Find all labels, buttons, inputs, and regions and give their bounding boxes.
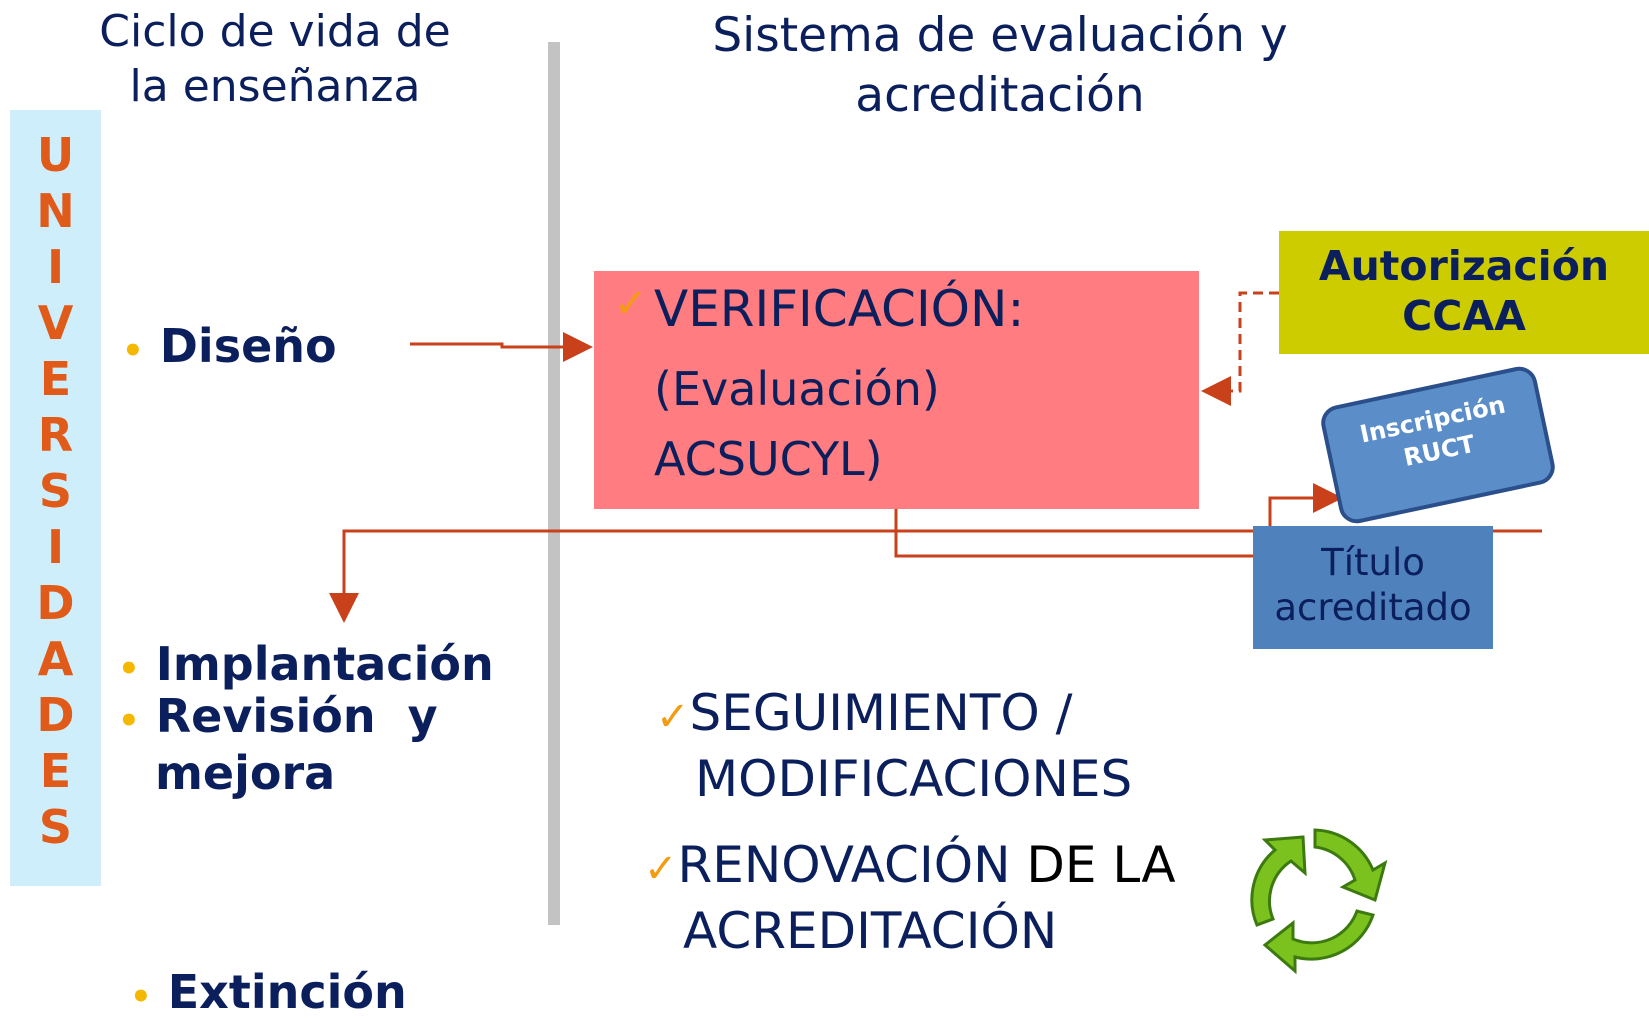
- renovacion-line-1-black: DE LA: [1026, 836, 1176, 894]
- bullet-icon: •: [118, 701, 140, 741]
- sidebar-letter: D: [36, 688, 75, 742]
- sidebar-letter: I: [46, 520, 65, 574]
- renovacion-item: ✓RENOVACIÓN DE LA ACREDITACIÓN: [644, 834, 1176, 962]
- sidebar-letter: I: [46, 240, 65, 294]
- arrow-titulo-to-ruct: [1268, 483, 1343, 526]
- arrow-diseno-to-verificacion: [410, 332, 593, 362]
- recycle-icon: [1250, 828, 1388, 975]
- stage-diseno-label: Diseño: [159, 319, 337, 373]
- verificacion-line-3: ACSUCYL): [654, 432, 883, 486]
- renovacion-line-2: ACREDITACIÓN: [683, 902, 1058, 960]
- stage-implantacion-label: Implantación: [155, 637, 494, 691]
- stage-diseno: • Diseño: [122, 320, 337, 377]
- line-verificacion-to-titulo: [894, 509, 1253, 558]
- stage-extincion-label: Extinción: [167, 965, 407, 1019]
- check-icon: ✓: [614, 281, 648, 327]
- sidebar-letter: E: [39, 352, 72, 406]
- bullet-icon: •: [122, 331, 144, 371]
- sidebar-letter: R: [37, 408, 74, 462]
- verificacion-line-1: VERIFICACIÓN:: [654, 280, 1025, 338]
- universidades-sidebar: U N I V E R S I D A D E S: [10, 110, 101, 886]
- check-icon: ✓: [656, 694, 690, 740]
- right-title-line-2: acreditación: [855, 68, 1145, 123]
- renovacion-line-1-blue: RENOVACIÓN: [677, 836, 1027, 894]
- verificacion-box: ✓ VERIFICACIÓN: (Evaluación) ACSUCYL): [594, 271, 1199, 509]
- check-icon: ✓: [644, 846, 678, 892]
- seguimiento-item: ✓SEGUIMIENTO / MODIFICACIONES: [656, 682, 1132, 810]
- stage-revision: • Revisión y mejora: [118, 690, 438, 799]
- autorizacion-box: Autorización CCAA: [1279, 231, 1649, 354]
- bullet-icon: •: [130, 977, 152, 1017]
- sidebar-letter: V: [37, 296, 74, 350]
- titulo-acreditado-box: Título acreditado: [1253, 526, 1493, 649]
- right-column-title: Sistema de evaluación y acreditación: [570, 6, 1430, 126]
- stage-implantacion: • Implantación: [118, 638, 494, 695]
- arrow-autorizacion-to-verificacion: [1201, 291, 1279, 406]
- sidebar-letter: U: [36, 128, 75, 182]
- column-divider: [548, 42, 560, 925]
- bullet-icon: •: [118, 649, 140, 689]
- stage-revision-label-1: Revisión y: [155, 689, 438, 743]
- seguimiento-line-2: MODIFICACIONES: [695, 750, 1133, 808]
- autorizacion-line-1: Autorización: [1318, 242, 1610, 290]
- autorizacion-line-2: CCAA: [1402, 292, 1526, 340]
- arrow-return-to-implantacion: [329, 529, 1542, 623]
- right-title-line-1: Sistema de evaluación y: [712, 8, 1288, 63]
- sidebar-letter: N: [36, 184, 75, 238]
- sidebar-letter: S: [38, 800, 73, 854]
- sidebar-letter: E: [39, 744, 72, 798]
- verificacion-line-2: (Evaluación): [654, 362, 940, 416]
- stage-extincion: • Extinción: [130, 966, 407, 1023]
- titulo-line-2: acreditado: [1274, 586, 1472, 629]
- sidebar-letter: A: [37, 632, 74, 686]
- seguimiento-line-1: SEGUIMIENTO /: [689, 684, 1073, 742]
- stage-revision-label-2: mejora: [155, 746, 336, 800]
- titulo-line-1: Título: [1321, 541, 1425, 584]
- sidebar-letter: D: [36, 576, 75, 630]
- left-title-line-1: Ciclo de vida de: [99, 6, 451, 57]
- left-title-line-2: la enseñanza: [129, 61, 421, 112]
- sidebar-letter: S: [38, 464, 73, 518]
- left-column-title: Ciclo de vida de la enseñanza: [40, 4, 510, 114]
